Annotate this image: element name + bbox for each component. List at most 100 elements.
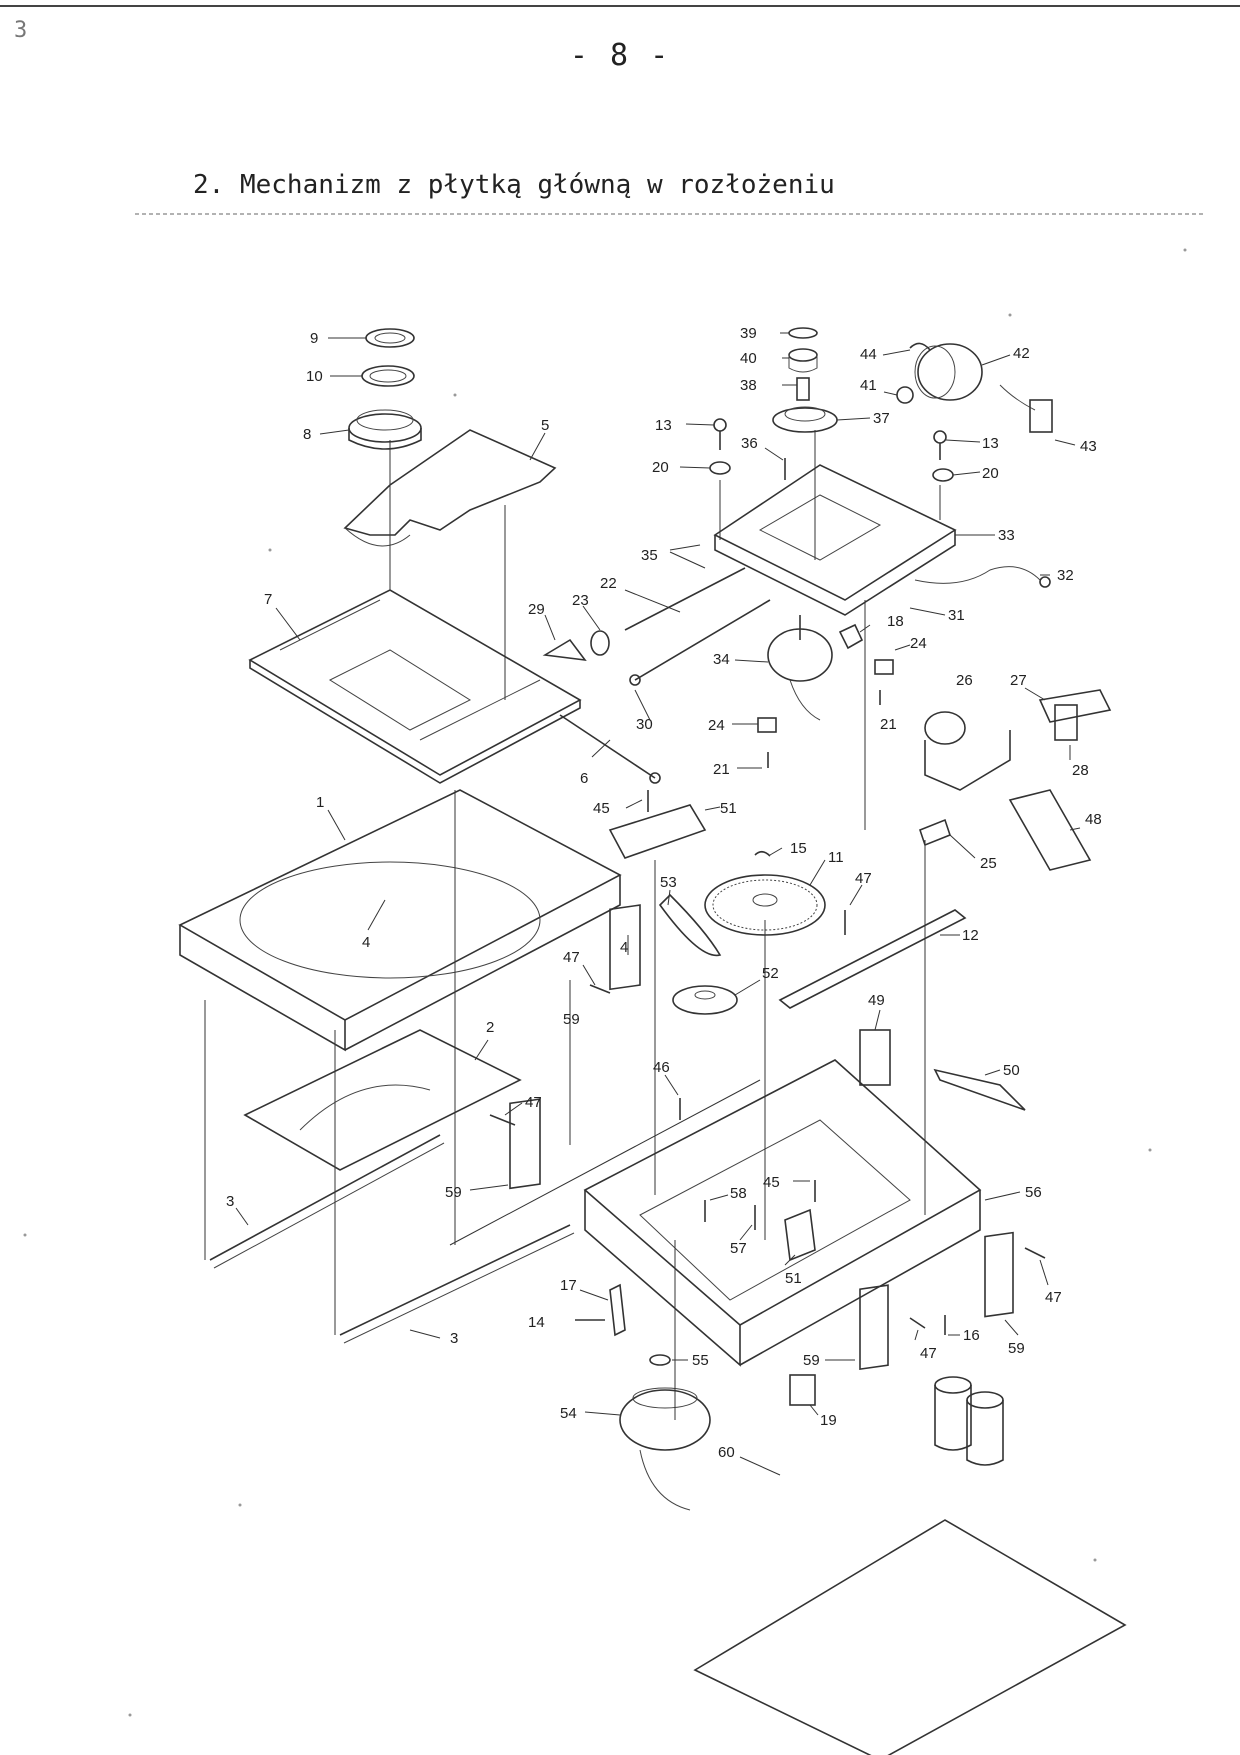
callout-50: 50: [1003, 1062, 1020, 1079]
screw-13b: [933, 430, 947, 460]
callout-47e: 47: [920, 1345, 937, 1362]
capacitors: [934, 1376, 1004, 1466]
callout-53: 53: [660, 874, 677, 891]
ring-9: [365, 328, 415, 348]
pulley-55: [649, 1354, 671, 1366]
chassis-33: [713, 464, 957, 616]
callout-59c: 59: [1008, 1340, 1025, 1357]
callout-26: 26: [956, 672, 973, 689]
callout-52: 52: [762, 965, 779, 982]
callout-38: 38: [740, 377, 757, 394]
callout-4b: 4: [620, 939, 628, 956]
callout-9: 9: [310, 330, 318, 347]
callout-10: 10: [306, 368, 323, 385]
callout-35: 35: [641, 547, 658, 564]
callout-6: 6: [580, 770, 588, 787]
screw-47c: [489, 1114, 516, 1126]
flex-27: [1038, 689, 1112, 723]
callout-28: 28: [1072, 762, 1089, 779]
connector-28: [1054, 704, 1078, 741]
callout-1: 1: [316, 794, 324, 811]
callout-51b: 51: [785, 1270, 802, 1287]
bracket-51b: [784, 1208, 816, 1262]
callout-7: 7: [264, 591, 272, 608]
corner-mark: 3: [14, 18, 28, 43]
gear-41: [896, 386, 914, 404]
callout-11: 11: [828, 849, 844, 866]
pulley-52: [672, 985, 738, 1015]
callout-25: 25: [980, 855, 997, 872]
pickup-26: [924, 711, 1011, 791]
page-title: 2. Mechanizm z płytką główną w rozłożeni…: [193, 170, 835, 200]
hub-40: [788, 348, 818, 373]
callout-46: 46: [653, 1059, 670, 1076]
callout-14: 14: [528, 1314, 545, 1331]
callout-37: 37: [873, 410, 890, 427]
clamper-8: [348, 409, 422, 450]
chassis-56: [583, 1059, 982, 1367]
bracket-5: [343, 429, 557, 536]
bracket-48: [1008, 789, 1092, 871]
screw-47e: [909, 1317, 926, 1329]
callout-47b: 47: [563, 949, 580, 966]
holder-24b: [757, 717, 777, 733]
callout-24b: 24: [708, 717, 725, 734]
shaft-22: [624, 567, 746, 631]
screw-47d: [1024, 1247, 1046, 1259]
callout-44: 44: [860, 346, 877, 363]
callout-41: 41: [860, 377, 877, 394]
screw-13a: [713, 418, 727, 450]
motor-42: [914, 343, 983, 401]
rail-12: [778, 909, 967, 1009]
callout-42: 42: [1013, 345, 1030, 362]
pulley-23: [590, 630, 610, 656]
callout-2: 2: [486, 1019, 494, 1036]
callout-30: 30: [636, 716, 653, 733]
callouts: 9 10 8 5 7 6 1 4 4 2 3 3 39 40 38 37 44 …: [226, 325, 1102, 1476]
ring-10: [361, 365, 415, 387]
callout-54: 54: [560, 1405, 577, 1422]
callout-59b: 59: [445, 1184, 462, 1201]
holder-24a: [874, 659, 894, 675]
callout-27: 27: [1010, 672, 1027, 689]
callout-13a: 13: [655, 417, 672, 434]
callout-3b: 3: [450, 1330, 458, 1347]
callout-47d: 47: [1045, 1289, 1062, 1306]
callout-15: 15: [790, 840, 807, 857]
callout-17: 17: [560, 1277, 577, 1294]
callout-59a: 59: [563, 1011, 580, 1028]
callout-21a: 21: [880, 716, 897, 733]
scan-specks: [23, 248, 1187, 1717]
callout-24a: 24: [910, 635, 927, 652]
connector-19: [789, 1374, 816, 1406]
callout-55: 55: [692, 1352, 709, 1369]
board-60: [693, 1519, 1127, 1755]
callout-51a: 51: [720, 800, 737, 817]
callout-58: 58: [730, 1185, 747, 1202]
callout-21b: 21: [713, 761, 730, 778]
callout-20b: 20: [982, 465, 999, 482]
page-number: - 8 -: [569, 38, 671, 73]
callout-12: 12: [962, 927, 979, 944]
callout-34: 34: [713, 651, 730, 668]
sensor-18: [838, 623, 864, 650]
spacer-20b: [932, 468, 954, 482]
callout-29: 29: [528, 601, 545, 618]
callout-4a: 4: [362, 934, 370, 951]
callout-3a: 3: [226, 1193, 234, 1210]
cover-59a: [609, 904, 641, 991]
callout-49: 49: [868, 992, 885, 1009]
callout-47c: 47: [525, 1094, 542, 1111]
callout-18: 18: [887, 613, 904, 630]
assembly-guides: [204, 430, 941, 1420]
callout-19: 19: [820, 1412, 837, 1429]
frame-2: [243, 1029, 522, 1171]
turntable-37: [772, 406, 838, 433]
callout-36: 36: [741, 435, 758, 452]
cover-59c: [984, 1231, 1014, 1318]
connector-43: [999, 384, 1053, 433]
callout-33: 33: [998, 527, 1015, 544]
switch-17: [609, 1283, 626, 1337]
shaft-38: [796, 377, 810, 401]
